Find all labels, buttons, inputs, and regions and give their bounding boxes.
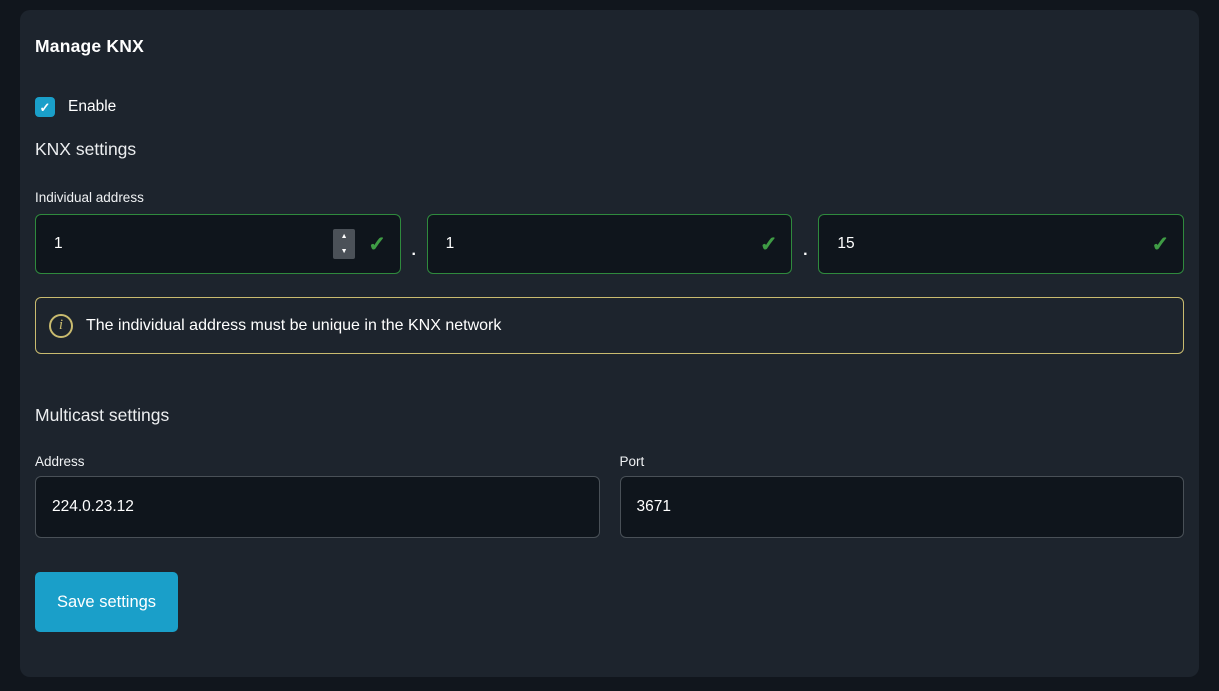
multicast-grid: Address Port bbox=[35, 454, 1184, 538]
multicast-port-label: Port bbox=[619, 454, 645, 469]
multicast-port-input[interactable] bbox=[619, 476, 1184, 538]
individual-address-row: ▲ ▼ ✓ . ✓ . ✓ bbox=[35, 214, 1185, 274]
multicast-port-column: Port bbox=[619, 454, 1184, 538]
individual-address-field-2: ✓ bbox=[426, 214, 793, 274]
multicast-address-label: Address bbox=[35, 454, 85, 469]
spinner-down-icon[interactable]: ▼ bbox=[340, 248, 348, 255]
save-settings-button[interactable]: Save settings bbox=[35, 572, 179, 632]
individual-address-input-3[interactable] bbox=[819, 215, 1152, 273]
valid-check-icon: ✓ bbox=[759, 232, 778, 256]
check-icon: ✓ bbox=[39, 99, 51, 115]
manage-knx-card: Manage KNX ✓ Enable KNX settings Individ… bbox=[20, 10, 1199, 677]
spinner-up-icon[interactable]: ▲ bbox=[340, 233, 348, 240]
enable-label: Enable bbox=[68, 98, 117, 115]
individual-address-input-1[interactable] bbox=[36, 215, 334, 273]
info-message-box: i The individual address must be unique … bbox=[35, 297, 1184, 354]
valid-check-icon: ✓ bbox=[1151, 232, 1170, 256]
address-dot-separator: . bbox=[411, 242, 416, 259]
multicast-settings-heading: Multicast settings bbox=[35, 405, 170, 425]
individual-address-field-1: ▲ ▼ ✓ bbox=[35, 214, 401, 274]
info-message-text: The individual address must be unique in… bbox=[86, 316, 502, 334]
multicast-address-column: Address bbox=[35, 454, 600, 538]
individual-address-label: Individual address bbox=[35, 190, 144, 205]
individual-address-input-2[interactable] bbox=[427, 215, 760, 273]
multicast-address-input[interactable] bbox=[35, 476, 600, 538]
address-dot-separator: . bbox=[803, 242, 808, 259]
number-spinner: ▲ ▼ bbox=[333, 229, 356, 259]
enable-row: ✓ Enable bbox=[35, 97, 1184, 117]
page-title: Manage KNX bbox=[35, 36, 144, 56]
knx-settings-heading: KNX settings bbox=[35, 139, 137, 159]
valid-check-icon: ✓ bbox=[368, 232, 386, 256]
individual-address-field-3: ✓ bbox=[818, 214, 1185, 274]
info-icon: i bbox=[49, 313, 73, 338]
enable-checkbox[interactable]: ✓ bbox=[35, 97, 55, 117]
